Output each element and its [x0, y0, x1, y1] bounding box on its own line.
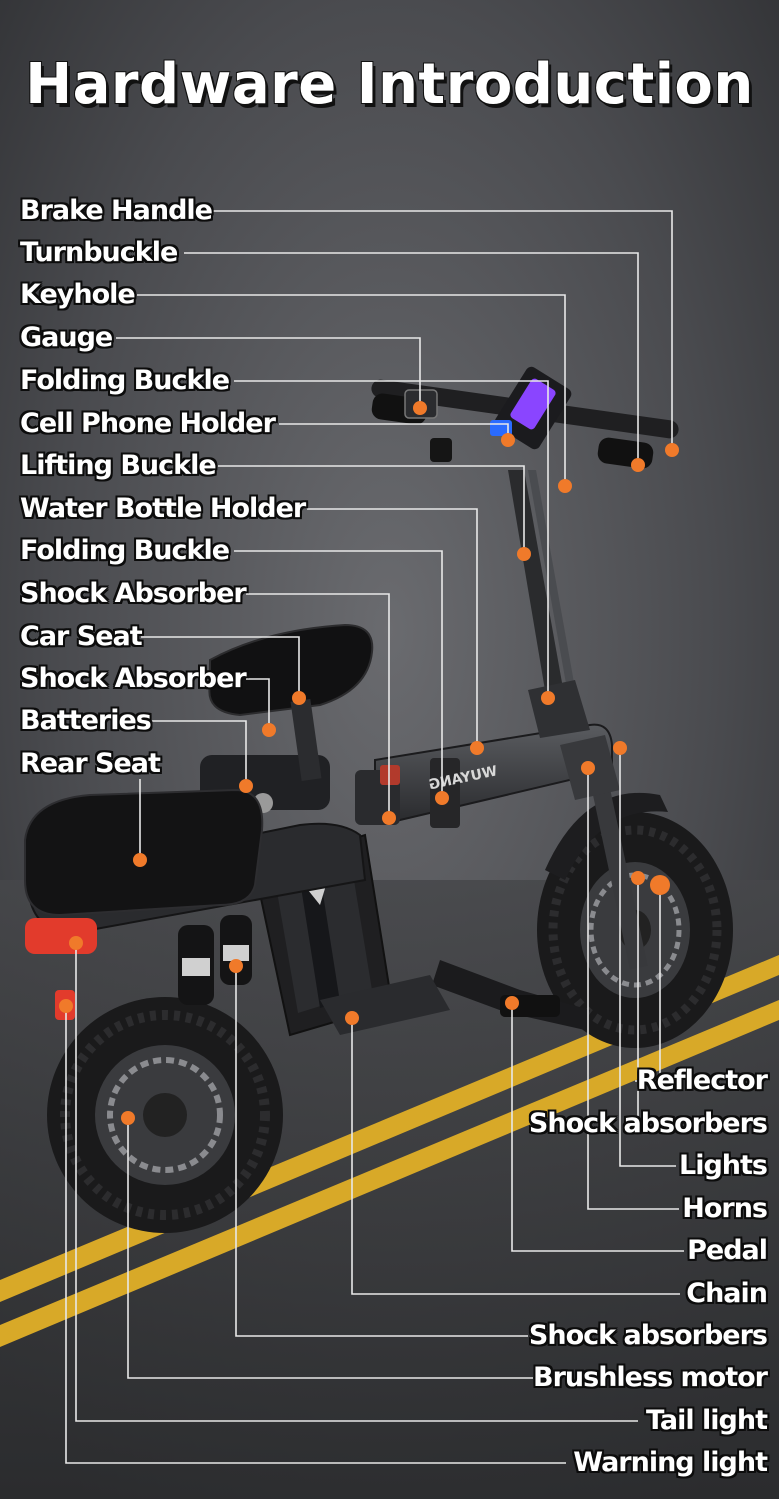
front-fork — [586, 760, 648, 970]
leader-pedal — [511, 1003, 684, 1252]
marker-shock-absorbers-front — [631, 871, 645, 885]
label-lifting-buckle: Lifting Buckle — [20, 450, 217, 481]
label-brake-handle: Brake Handle — [20, 195, 213, 226]
label-brushless-motor: Brushless motor — [533, 1362, 768, 1393]
label-warning-light: Warning light — [573, 1447, 768, 1478]
label-folding-buckle-1: Folding Buckle — [20, 365, 230, 396]
leader-tail-light — [75, 943, 638, 1422]
label-lights: Lights — [679, 1150, 768, 1181]
marker-reflector — [650, 875, 670, 895]
leader-reflector — [635, 885, 661, 1082]
label-reflector: Reflector — [636, 1065, 768, 1096]
marker-gauge — [413, 401, 427, 415]
marker-shock-absorber-2 — [262, 723, 276, 737]
marker-batteries — [239, 779, 253, 793]
marker-folding-buckle-1 — [541, 691, 555, 705]
leader-gauge — [116, 337, 421, 408]
leader-warning-light — [65, 1006, 566, 1464]
leader-batteries — [150, 720, 247, 786]
leader-brushless-motor — [127, 1118, 533, 1379]
page-title: Hardware Introduction — [25, 52, 754, 117]
car-seat — [208, 623, 374, 782]
road-line-2 — [0, 1000, 779, 1347]
marker-rear-seat — [133, 853, 147, 867]
marker-cell-phone-holder — [501, 433, 515, 447]
label-chain: Chain — [686, 1278, 768, 1309]
marker-brushless-motor — [121, 1111, 135, 1125]
label-gauge: Gauge — [20, 322, 113, 353]
leader-keyhole — [137, 294, 566, 486]
marker-brake-handle — [665, 443, 679, 457]
leader-shock-absorber-2 — [246, 678, 270, 730]
leader-lights — [619, 748, 676, 1167]
label-car-seat: Car Seat — [20, 621, 143, 652]
marker-folding-buckle-2 — [435, 791, 449, 805]
label-water-bottle-holder: Water Bottle Holder — [20, 493, 306, 524]
front-fender — [545, 792, 668, 880]
label-pedal: Pedal — [687, 1235, 768, 1266]
rear-wheel — [47, 997, 283, 1233]
leader-chain — [351, 1018, 680, 1295]
leader-water-bottle-holder — [307, 508, 478, 748]
marker-horns — [581, 761, 595, 775]
leader-turnbuckle — [184, 252, 639, 465]
leader-shock-absorbers-rear — [235, 966, 528, 1337]
label-shock-absorber-1: Shock Absorber — [20, 578, 247, 609]
marker-shock-absorbers-rear — [229, 959, 243, 973]
marker-warning-light — [59, 999, 73, 1013]
rear-shocks — [178, 915, 252, 1005]
label-tail-light: Tail light — [645, 1405, 768, 1436]
marker-car-seat — [292, 691, 306, 705]
leader-lifting-buckle — [218, 465, 525, 554]
tail-light-lamp — [25, 918, 97, 954]
label-turnbuckle: Turnbuckle — [20, 237, 178, 268]
marker-lifting-buckle — [517, 547, 531, 561]
marker-water-bottle-holder — [470, 741, 484, 755]
rear-seat — [24, 788, 264, 917]
label-shock-absorbers-rear: Shock absorbers — [528, 1320, 768, 1351]
marker-keyhole — [558, 479, 572, 493]
marker-shock-absorber-1 — [382, 811, 396, 825]
part-markers — [59, 401, 679, 1125]
leader-folding-buckle-2 — [234, 550, 443, 798]
label-keyhole: Keyhole — [20, 279, 136, 310]
label-cell-phone-holder: Cell Phone Holder — [20, 408, 276, 439]
label-rear-seat: Rear Seat — [20, 748, 161, 779]
marker-turnbuckle — [631, 458, 645, 472]
leader-brake-handle — [212, 210, 673, 450]
label-horns: Horns — [682, 1193, 768, 1224]
steering-stem — [508, 470, 566, 708]
marker-tail-light — [69, 936, 83, 950]
leader-lines — [65, 210, 684, 1464]
label-shock-absorber-2: Shock Absorber — [20, 663, 247, 694]
label-shock-absorbers-front: Shock absorbers — [528, 1108, 768, 1139]
label-batteries: Batteries — [20, 705, 152, 736]
leader-horns — [587, 768, 679, 1210]
marker-pedal — [505, 996, 519, 1010]
marker-chain — [345, 1011, 359, 1025]
leader-shock-absorber-1 — [246, 593, 390, 818]
marker-lights — [613, 741, 627, 755]
leader-car-seat — [141, 636, 300, 698]
leader-folding-buckle-1 — [234, 380, 549, 698]
label-folding-buckle-2: Folding Buckle — [20, 535, 230, 566]
